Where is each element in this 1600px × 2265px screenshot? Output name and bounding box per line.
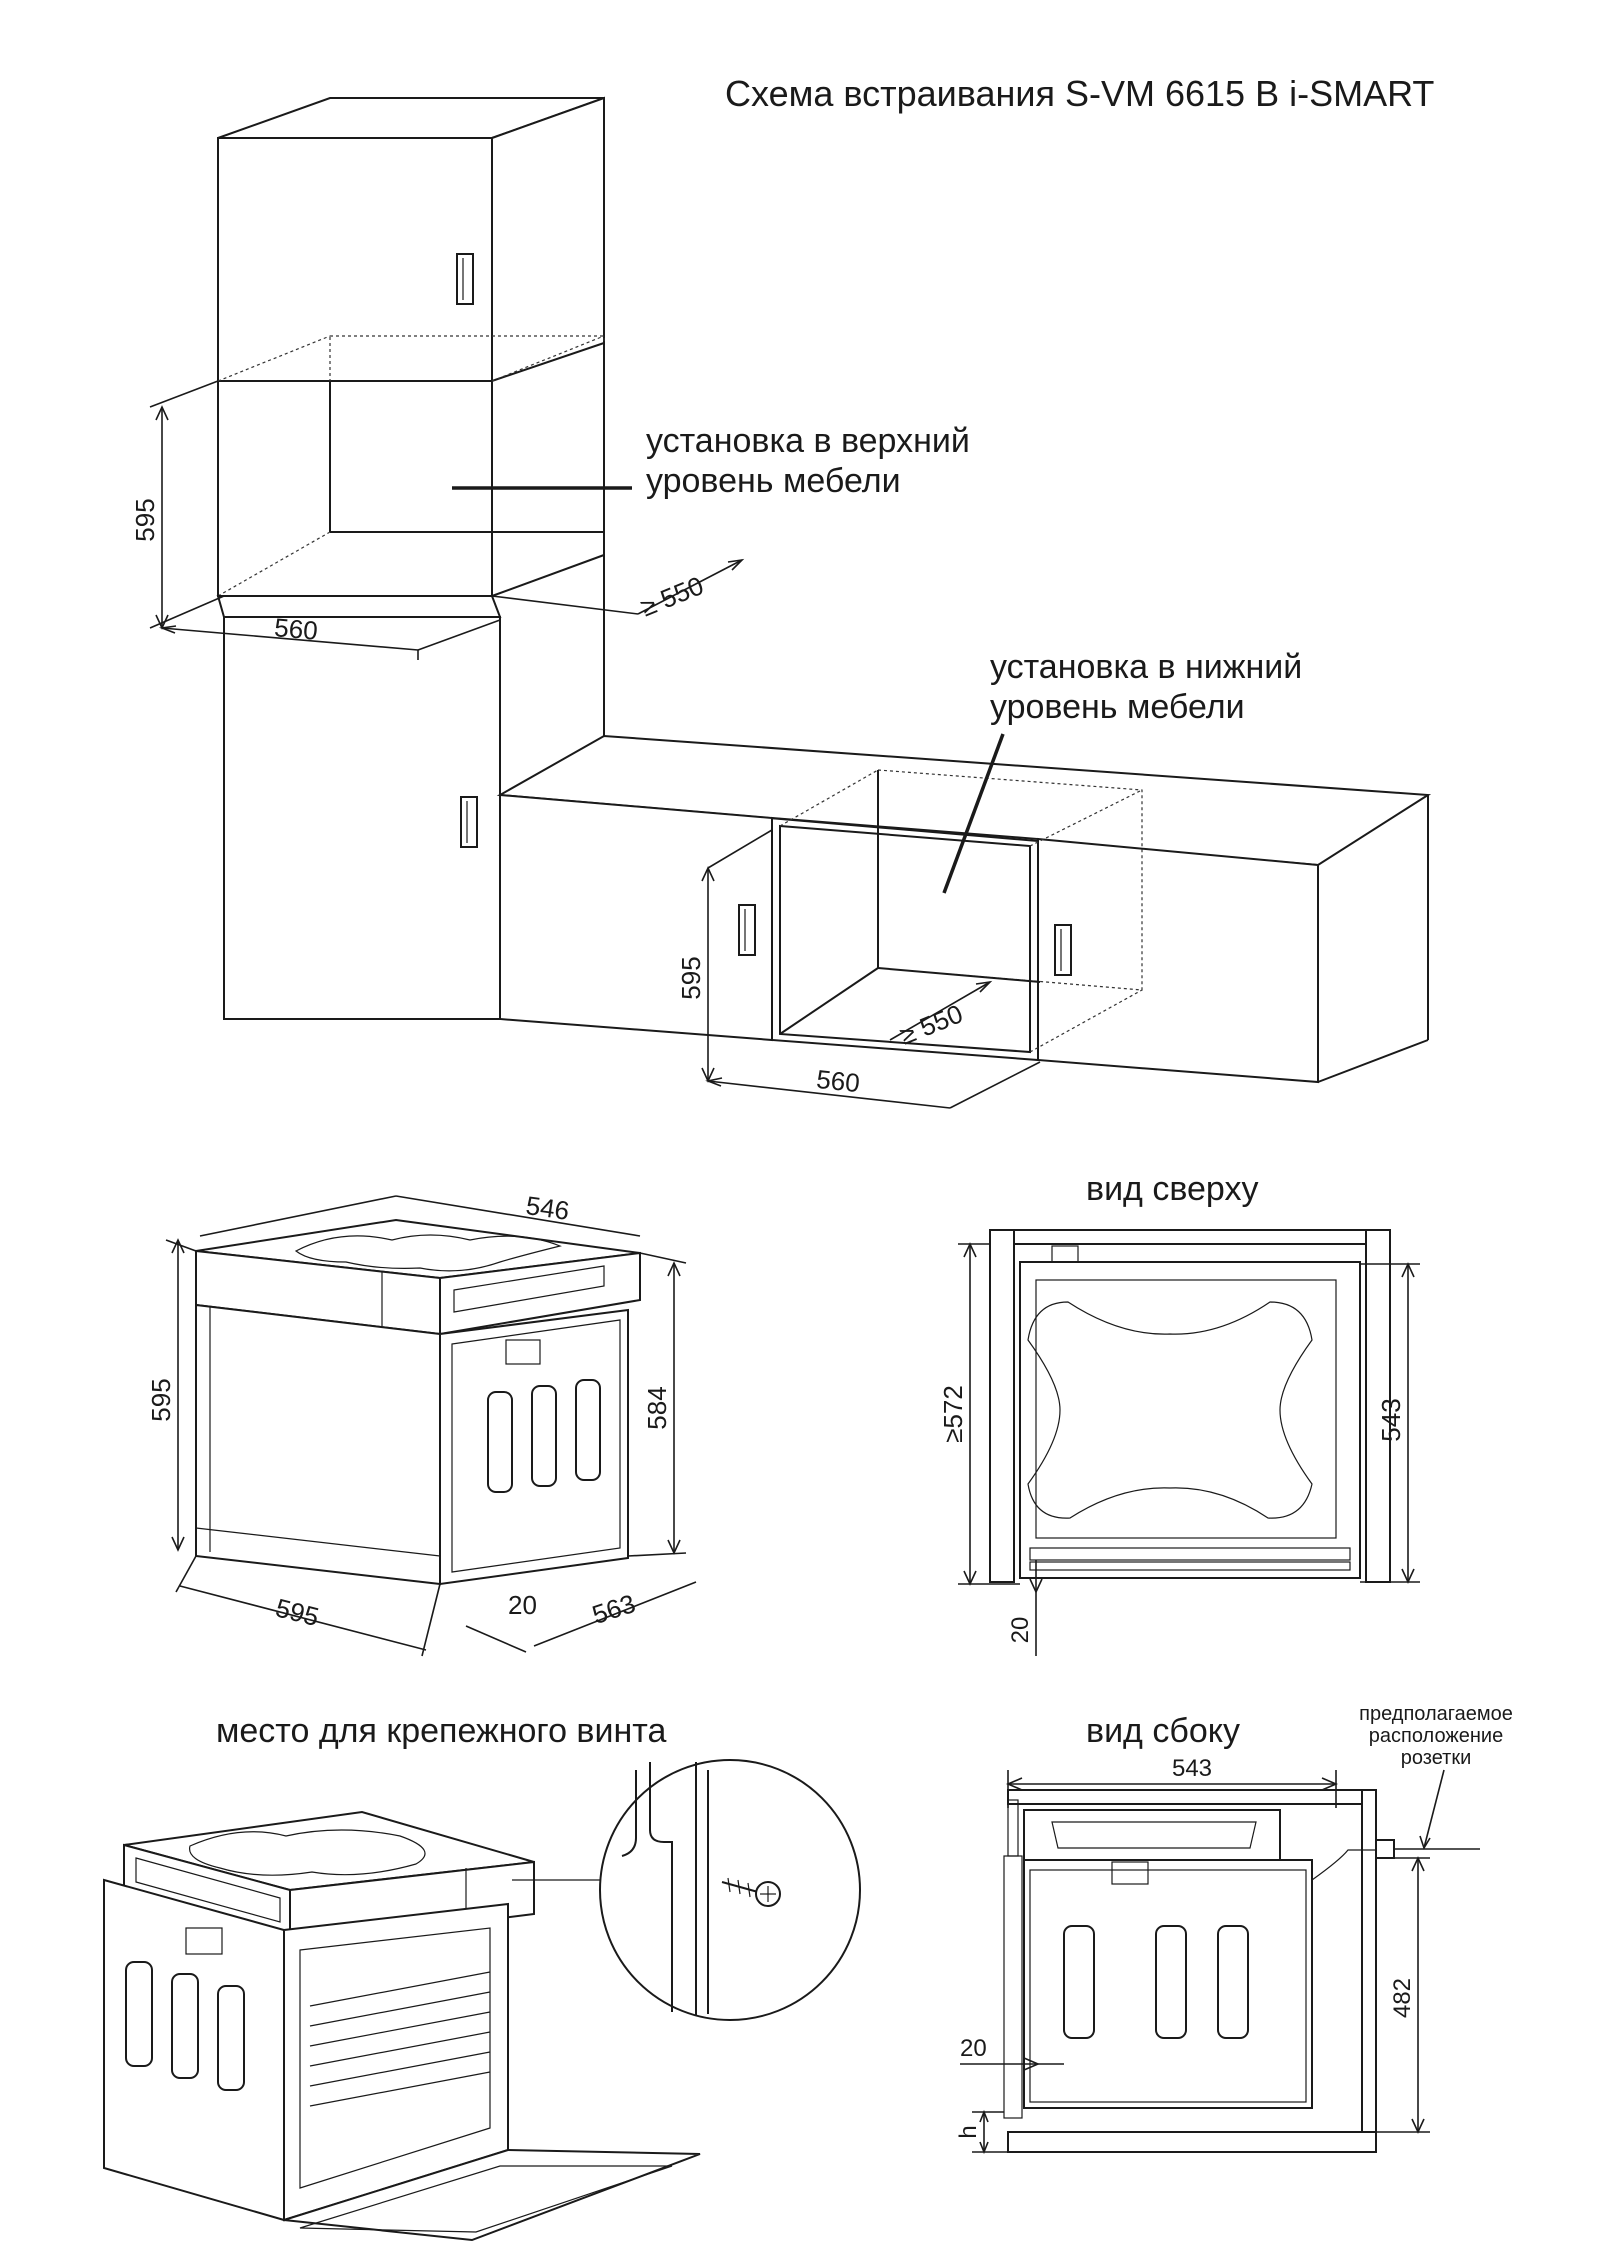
lower-height-label: 595 [676, 956, 706, 999]
upper-depth-label: ≥ 550 [636, 570, 707, 622]
lower-install-leader [942, 733, 1005, 894]
upper-height-label: 595 [130, 498, 160, 541]
oven-top-dim-label: 546 [524, 1190, 571, 1226]
cabinet-handle-icon [456, 253, 474, 305]
oven-isometric [195, 1218, 641, 1586]
cabinet-handle-icon [1054, 924, 1072, 976]
side-view-front-label: 20 [960, 2035, 987, 2062]
side-view-socket-height-label: 482 [1389, 1978, 1416, 2018]
lower-install-label-line1: установка в нижний [990, 648, 1302, 686]
side-view-depth-label: 543 [1172, 1755, 1212, 1782]
upper-installation-cabinet [216, 96, 605, 1020]
socket-label-line3: розетки [1401, 1747, 1472, 1769]
socket-note: предполагаемое расположение розетки [1359, 1703, 1513, 1850]
oven-panel-dim-label: 20 [508, 1590, 537, 1620]
oven-width-label: 595 [273, 1592, 322, 1632]
socket-icon [1375, 1839, 1395, 1859]
upper-width-label: 560 [273, 612, 319, 646]
side-view-h-label: h [955, 2125, 982, 2138]
oven-open-isometric [103, 1810, 701, 2242]
lower-installation-cabinet [496, 734, 1432, 1084]
cabinet-handle-icon [460, 796, 478, 848]
cabinet-handle-icon [738, 904, 756, 956]
lower-install-label-line2: уровень мебели [990, 688, 1245, 726]
screw-detail-circle [512, 1759, 861, 2021]
side-view-title: вид сбоку [1086, 1712, 1240, 1750]
oven-depth-label: 563 [588, 1588, 639, 1630]
socket-label-line2: расположение [1369, 1725, 1503, 1747]
lower-width-label: 560 [815, 1064, 861, 1098]
screw-view-title: место для крепежного винта [216, 1712, 666, 1750]
oven-height-right-label: 584 [642, 1386, 672, 1429]
top-view-drawing: ≥572 543 20 [938, 1229, 1420, 1656]
lower-depth-label: ≥ 550 [895, 998, 966, 1050]
socket-label-line1: предполагаемое [1359, 1703, 1513, 1725]
oven-height-left-label: 595 [146, 1378, 176, 1421]
upper-install-label-line1: установка в верхний [646, 422, 970, 460]
upper-install-label-line2: уровень мебели [646, 462, 901, 500]
screw-icon [721, 1877, 781, 1907]
side-view-drawing: 543 20 482 h [955, 1755, 1480, 2155]
top-view-gap-label: 20 [1007, 1617, 1034, 1644]
top-view-title: вид сверху [1086, 1170, 1258, 1208]
diagram-title: Схема встраивания S-VM 6615 B i-SMART [725, 73, 1434, 114]
top-view-depth-label: 543 [1376, 1398, 1406, 1441]
top-view-niche-label: ≥572 [938, 1385, 968, 1443]
